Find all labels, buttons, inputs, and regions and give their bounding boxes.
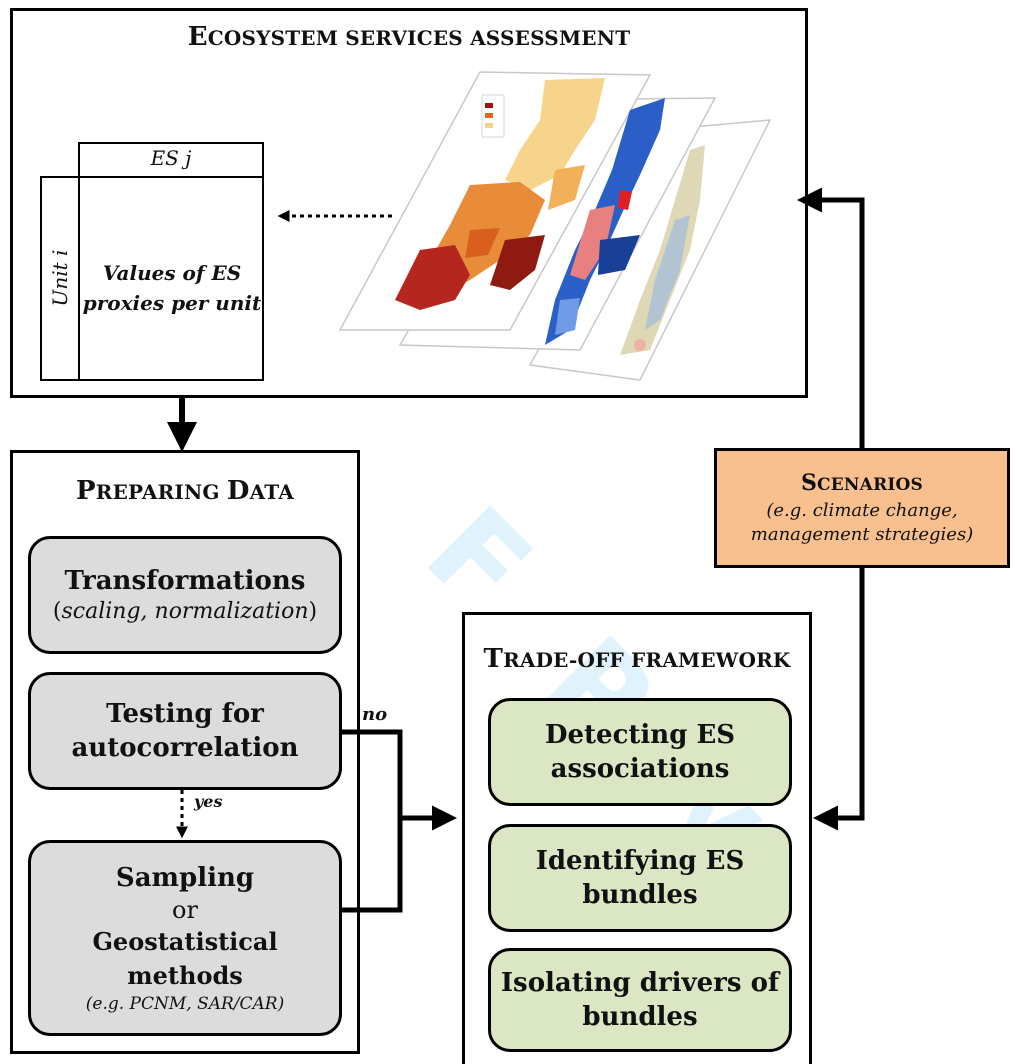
arrow-scenarios-to-tradeoff — [813, 568, 865, 831]
sampling-box: Sampling or Geostatistical methods (e.g.… — [28, 840, 342, 1036]
testing-line2: autocorrelation — [71, 733, 299, 763]
testing-box: Testing for autocorrelation — [28, 672, 342, 790]
assessment-title: ECOSYSTEM SERVICES ASSESSMENT — [187, 22, 631, 52]
sampling-line1: Sampling — [115, 863, 255, 893]
tradeoff-panel — [462, 612, 812, 1064]
isolating-line2: bundles — [582, 1002, 698, 1032]
no-label: no — [362, 704, 388, 725]
matrix-cell-line1: Values of ES — [102, 261, 242, 285]
isolating-box: Isolating drivers of bundles — [488, 948, 792, 1052]
arrow-sampling-to-tradeoff — [342, 818, 403, 913]
map-stack — [338, 71, 772, 381]
sampling-line3: Geostatistical methods — [92, 927, 278, 990]
transformations-title: Transformations — [64, 566, 306, 596]
matrix-main-cell — [78, 176, 264, 381]
matrix-row-label: Unit i — [48, 249, 72, 307]
transformations-box: Transformations (scaling, normalization) — [28, 536, 342, 654]
detecting-box: Detecting ES associations — [488, 698, 792, 806]
scenarios-detail-line1: (e.g. climate change, — [766, 500, 958, 521]
testing-line1: Testing for — [106, 699, 264, 729]
matrix-cell-line2: proxies per unit — [82, 291, 262, 315]
scenarios-box: SCENARIOS (e.g. climate change, manageme… — [714, 448, 1010, 568]
isolating-line1: Isolating drivers of — [500, 968, 780, 998]
preparing-title: PREPARING DATA — [76, 476, 294, 506]
map-warm — [395, 78, 605, 310]
transformations-detail-line: (scaling, normalization) — [52, 599, 318, 624]
detecting-line2: associations — [550, 754, 730, 784]
scenarios-title: SCENARIOS — [800, 470, 924, 496]
matrix-header-strip — [78, 142, 264, 178]
identifying-line1: Identifying ES — [535, 846, 745, 876]
matrix-header-label: ES j — [150, 146, 192, 170]
preparing-panel — [10, 450, 360, 1054]
sampling-or: or — [172, 896, 198, 924]
sampling-detail: (e.g. PCNM, SAR/CAR) — [85, 994, 285, 1014]
map-blue — [545, 98, 665, 345]
assessment-panel — [10, 8, 808, 398]
identifying-line2: bundles — [582, 880, 698, 910]
identifying-box: Identifying ES bundles — [488, 824, 792, 932]
arrow-scenarios-to-assessment — [797, 187, 865, 448]
scenarios-detail-line2: management strategies) — [750, 524, 974, 545]
tradeoff-title: TRADE-OFF FRAMEWORK — [483, 644, 791, 674]
detecting-line1: Detecting ES — [544, 720, 736, 750]
map-light — [620, 145, 705, 355]
yes-label: yes — [194, 792, 223, 811]
matrix-cell-text: Values of ES proxies per unit — [80, 258, 264, 318]
arrow-testing-no — [342, 729, 403, 818]
